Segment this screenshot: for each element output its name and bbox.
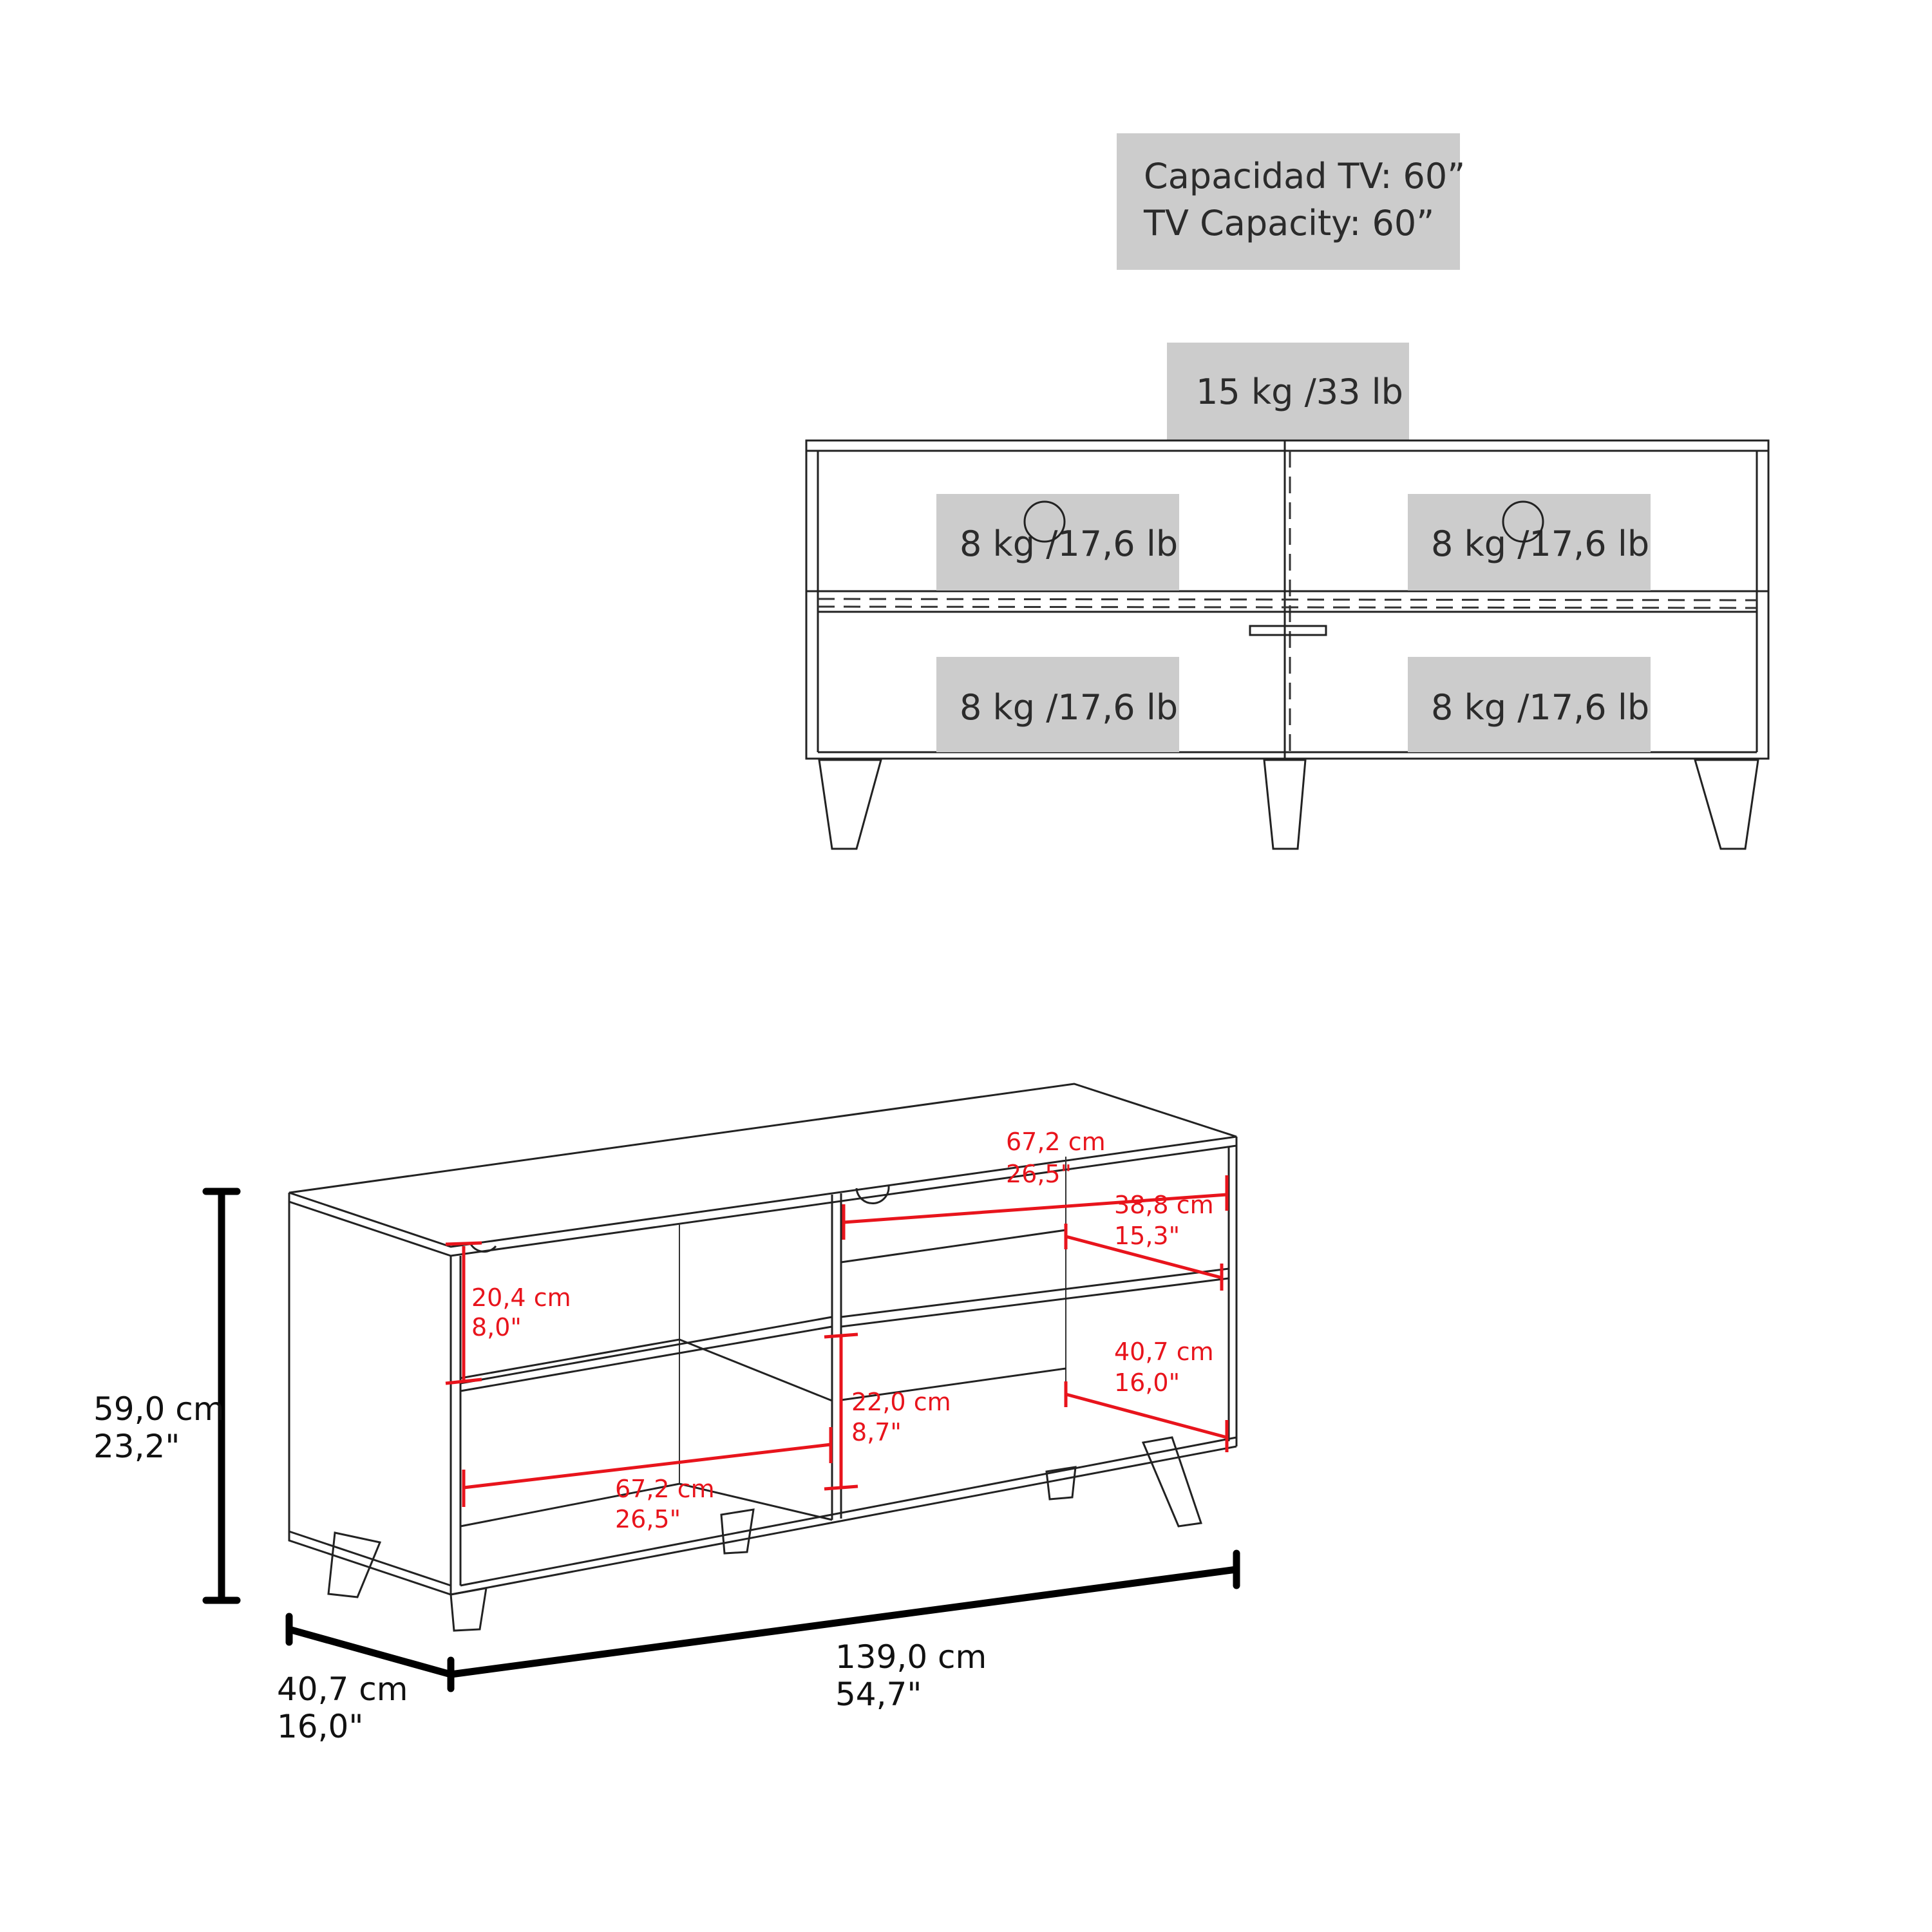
depth-cm: 40,7 cm (277, 1671, 408, 1708)
lower-width-in: 26,5" (615, 1505, 681, 1533)
tv-capacity-label: Capacidad TV: 60” TV Capacity: 60” (1117, 133, 1465, 270)
upper-height-in: 8,0" (471, 1313, 522, 1341)
lower-depth-in: 16,0" (1114, 1368, 1180, 1397)
lower-height-cm: 22,0 cm (851, 1388, 951, 1416)
upper-depth-in: 15,3" (1114, 1222, 1180, 1250)
iso-leg-front-center-left (450, 1587, 488, 1632)
tv-capacity-en: TV Capacity: 60” (1143, 203, 1434, 243)
load-upper-left: 8 kg /17,6 lb (960, 524, 1178, 564)
door-handle (1249, 625, 1327, 636)
lower-height-in: 8,7" (851, 1418, 902, 1446)
lower-width-cm: 67,2 cm (615, 1475, 715, 1503)
upper-depth-cm: 38,8 cm (1114, 1191, 1214, 1219)
compartment-load-labels: 8 kg /17,6 lb 8 kg /17,6 lb 8 kg /17,6 l… (936, 494, 1651, 752)
upper-width-cm: 67,2 cm (1006, 1128, 1106, 1156)
height-cm: 59,0 cm (93, 1390, 224, 1428)
upper-height-cm: 20,4 cm (471, 1283, 571, 1312)
load-upper-right: 8 kg /17,6 lb (1431, 524, 1649, 564)
load-lower-left: 8 kg /17,6 lb (960, 687, 1178, 728)
upper-width-in: 26,5" (1006, 1160, 1072, 1188)
iso-leg-front-left (327, 1531, 382, 1598)
depth-in: 16,0" (277, 1708, 363, 1745)
interior-dimensions: 67,2 cm 26,5" 38,8 cm 15,3" 20,4 cm 8,0"… (445, 1128, 1229, 1533)
height-in: 23,2" (93, 1428, 180, 1465)
iso-cable-hole-right-icon (855, 1186, 890, 1205)
iso-leg-back-right (1045, 1466, 1077, 1501)
leg-left (818, 759, 882, 850)
width-in: 54,7" (835, 1676, 922, 1713)
load-lower-right: 8 kg /17,6 lb (1431, 687, 1649, 728)
leg-center (1263, 759, 1307, 850)
top-load-label: 15 kg /33 lb (1167, 343, 1409, 440)
iso-leg-back-left (720, 1508, 755, 1555)
leg-right (1694, 759, 1759, 850)
iso-leg-front-right (1141, 1436, 1202, 1528)
overall-dimensions: 59,0 cm 23,2" 40,7 cm 16,0" 139,0 cm 54,… (93, 1188, 1240, 1745)
iso-cabinet (288, 1083, 1238, 1632)
width-cm: 139,0 cm (835, 1638, 987, 1676)
top-load-text: 15 kg /33 lb (1196, 372, 1403, 412)
lower-depth-cm: 40,7 cm (1114, 1338, 1214, 1366)
tv-capacity-es: Capacidad TV: 60” (1144, 156, 1465, 196)
iso-cable-hole-left-icon (469, 1242, 497, 1253)
